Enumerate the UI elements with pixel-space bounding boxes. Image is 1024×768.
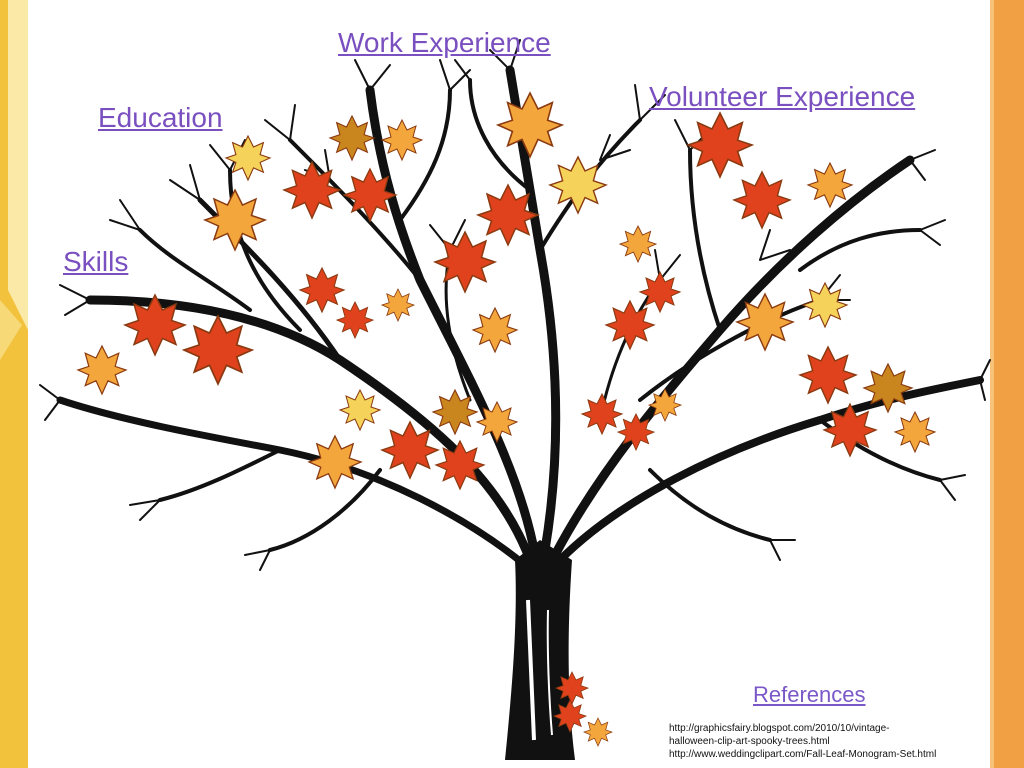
credit-line: http://www.weddingclipart.com/Fall-Leaf-… — [669, 749, 937, 760]
credit-line: http://graphicsfairy.blogspot.com/2010/1… — [669, 723, 890, 734]
education-link[interactable]: Education — [98, 102, 223, 133]
image-credits: http://graphicsfairy.blogspot.com/2010/1… — [669, 722, 989, 761]
right-decorative-bar — [990, 0, 1024, 768]
volunteer-experience-link[interactable]: Volunteer Experience — [649, 81, 916, 112]
left-decorative-bar — [0, 0, 28, 768]
references-link[interactable]: References — [753, 682, 866, 707]
work-experience-link[interactable]: Work Experience — [338, 27, 551, 58]
credit-line: halloween-clip-art-spooky-trees.html — [669, 736, 830, 747]
skills-link[interactable]: Skills — [63, 246, 129, 277]
